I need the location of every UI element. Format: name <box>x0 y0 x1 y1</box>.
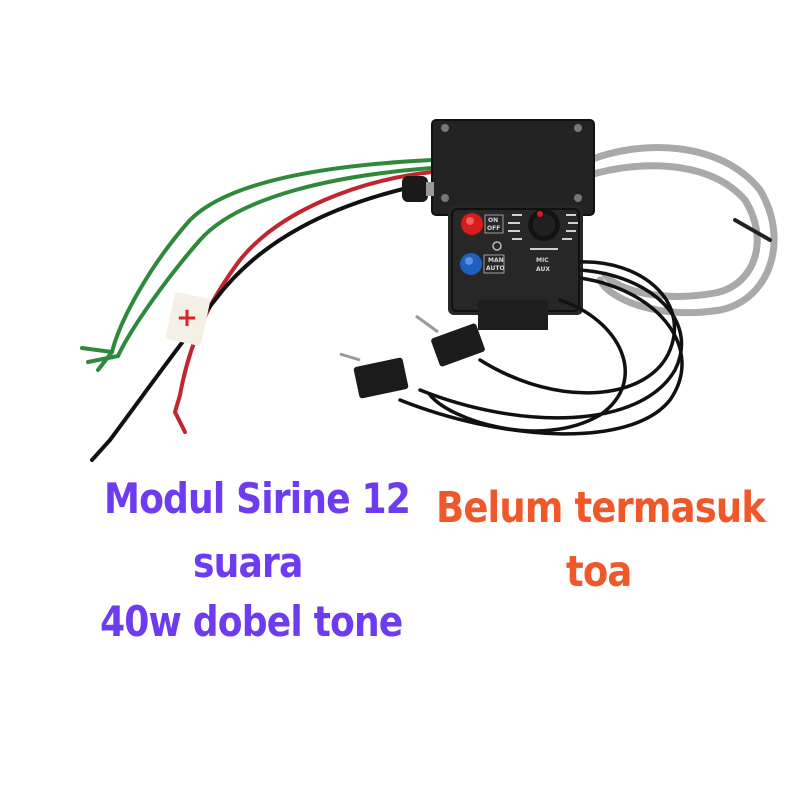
sound-selector-knob[interactable] <box>528 209 560 241</box>
on-off-button[interactable] <box>461 213 483 235</box>
green-wires <box>80 158 434 372</box>
micro-switch-upper[interactable] <box>415 314 486 367</box>
selector-scale <box>508 214 578 250</box>
caption-title-line-2: suara <box>193 538 303 587</box>
auto-label: AUTO <box>486 265 505 272</box>
led-indicator <box>492 241 502 251</box>
mic-label: MIC <box>536 257 549 264</box>
plus-mark: + <box>176 303 198 333</box>
caption-title-line-1: Modul Sirine 12 <box>104 474 411 523</box>
man-auto-button[interactable] <box>460 253 482 275</box>
man-auto-label-frame <box>483 254 505 274</box>
volume-knob[interactable] <box>402 176 434 202</box>
on-off-label-frame <box>484 214 504 234</box>
caption-note-line-2: toa <box>566 547 632 597</box>
caption-note-line-1: Belum termasuk <box>436 483 766 533</box>
on-label: ON <box>488 217 498 224</box>
caption-title-line-3: 40w dobel tone <box>100 597 403 646</box>
micro-switch-lower[interactable] <box>339 352 409 399</box>
man-label: MAN <box>488 257 504 264</box>
red-wire <box>172 170 434 434</box>
switch-cables <box>398 260 684 436</box>
amplifier-box <box>431 119 595 216</box>
aux-label: AUX <box>536 266 550 273</box>
off-label: OFF <box>487 225 500 232</box>
polarity-tag <box>165 292 211 346</box>
black-wire <box>90 183 422 462</box>
